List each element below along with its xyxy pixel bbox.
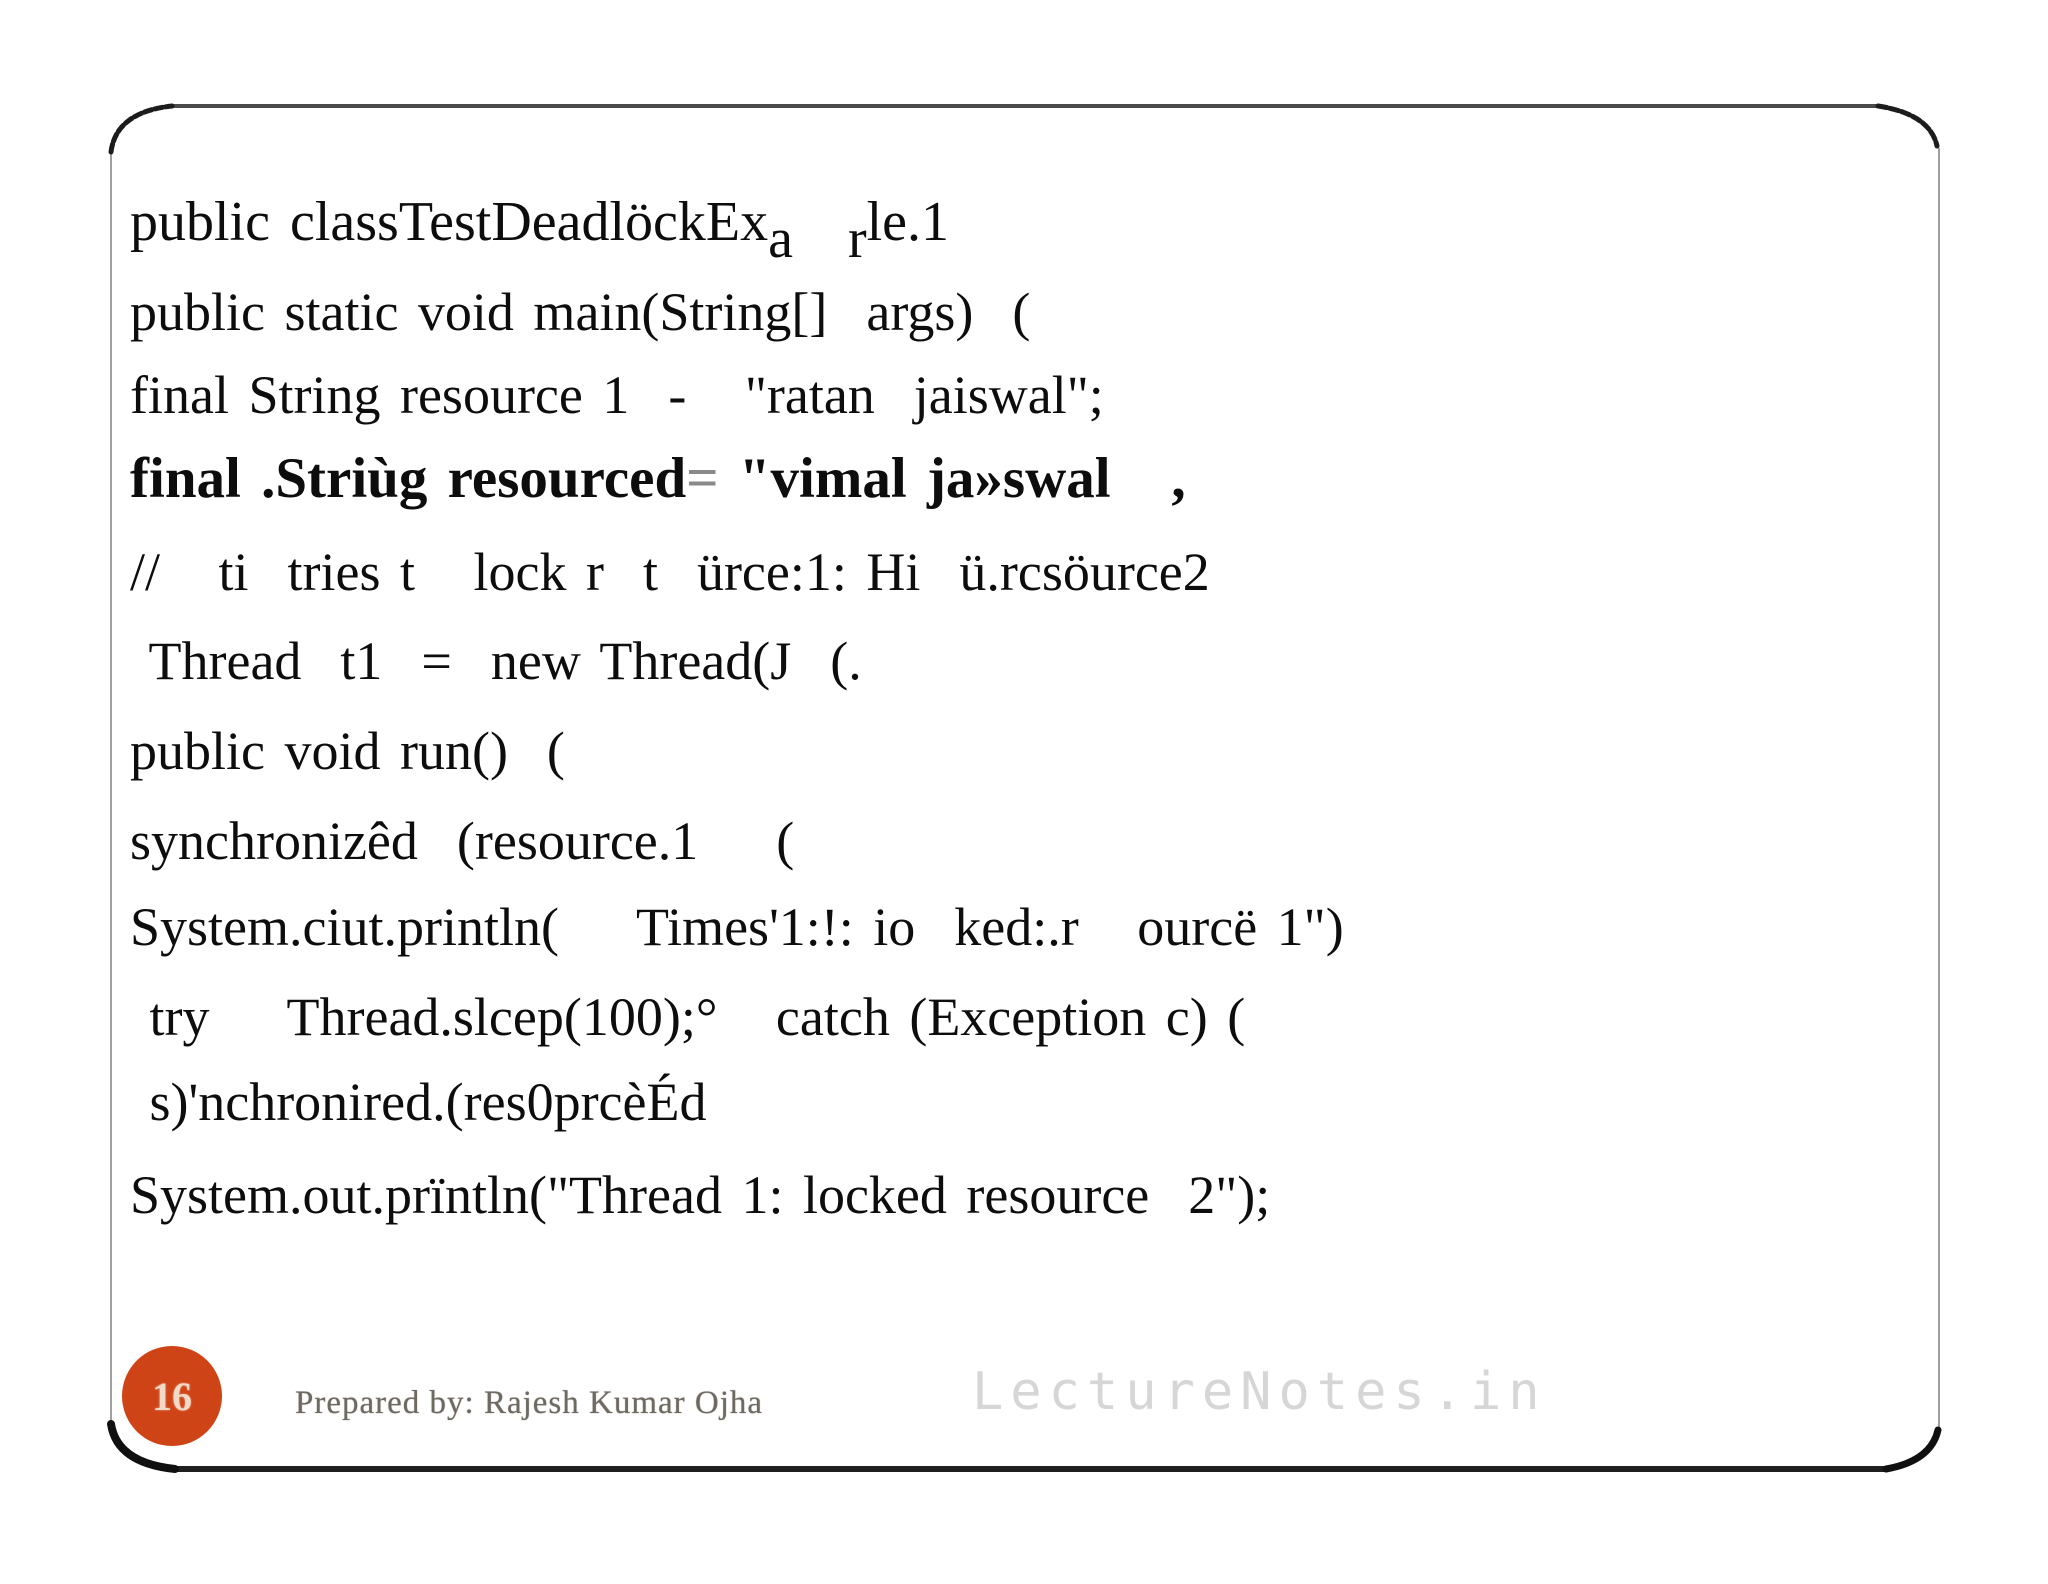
code-line-4-post: "vimal ja»swal , bbox=[718, 447, 1186, 510]
code-line-3: final String resource 1 - "ratan jaiswal… bbox=[130, 365, 1104, 425]
code-line-4: final .Striùg resourced= "vimal ja»swal … bbox=[130, 447, 1186, 511]
code-line-2: public static void main(String[] args) ( bbox=[130, 282, 1031, 342]
frame-corner-top-right bbox=[1875, 103, 1940, 149]
code-line-5: // ti tries t lock r t ürce:1: Hi ü.rcsö… bbox=[130, 542, 1210, 602]
code-line-4-equals-sign: = bbox=[686, 447, 719, 510]
prepared-by-label: Prepared by: Rajesh Kumar Ojha bbox=[295, 1385, 764, 1421]
page-number-badge: 16 bbox=[122, 1346, 222, 1446]
code-line-1-subscript-r: r bbox=[847, 207, 867, 270]
code-line-10: try Thread.slcep(100);° catch (Exception… bbox=[130, 987, 1246, 1047]
code-line-8: synchronizêd (resource.1 ( bbox=[130, 811, 795, 871]
frame-corner-bottom-left bbox=[107, 1420, 179, 1473]
code-line-1-subscript-a: a bbox=[768, 207, 793, 270]
code-line-4-pre: final .Striùg resourced bbox=[130, 447, 687, 510]
code-line-1-tail: le.1 bbox=[866, 191, 950, 253]
code-line-12: System.out.prïntln("Thread 1: locked res… bbox=[130, 1165, 1271, 1225]
page-number: 16 bbox=[152, 1373, 192, 1419]
frame-corner-top-left bbox=[108, 103, 175, 155]
frame-corner-bottom-right bbox=[1882, 1426, 1942, 1473]
code-line-1-main: public classTestDeadlöckEx bbox=[130, 191, 769, 253]
code-line-7: public void run() ( bbox=[130, 721, 565, 781]
lecturenotes-watermark: LectureNotes.in bbox=[972, 1362, 1547, 1422]
code-line-11: s)'nchronired.(res0prcèÉd bbox=[130, 1072, 707, 1132]
code-line-6: Thread t1 = new Thread(J (. bbox=[130, 631, 862, 691]
code-line-9: System.ciut.println( Times'1:!: io ked:.… bbox=[130, 897, 1344, 957]
